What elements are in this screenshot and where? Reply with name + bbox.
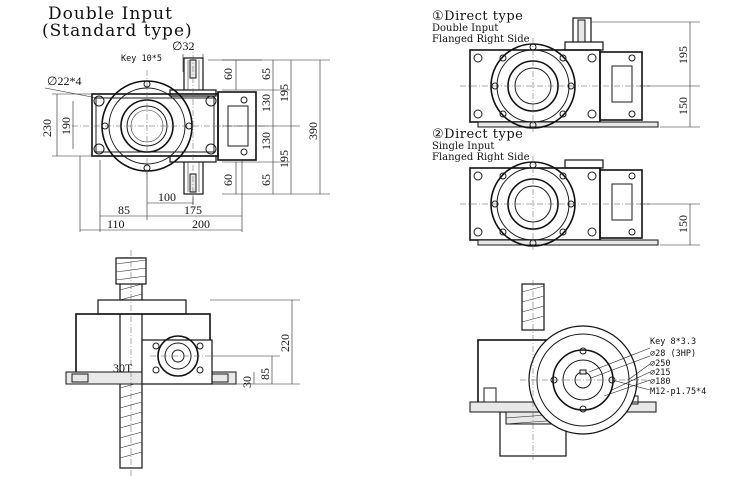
- dim-195-bot: 195: [277, 150, 291, 168]
- dim-85: 85: [258, 368, 272, 380]
- bolt-hole: [205, 95, 217, 107]
- dim-130-bot: 130: [259, 132, 273, 150]
- dim-190: 190: [59, 117, 73, 135]
- dim-65-bot: 65: [259, 174, 273, 186]
- dim-60-top: 60: [221, 68, 235, 80]
- shaft-dia-label: ∅28 (3HP): [650, 349, 696, 359]
- dim-60-bot: 60: [221, 174, 235, 186]
- view-title: Double Input: [48, 4, 173, 24]
- view-line2: Flanged Right Side: [432, 152, 530, 163]
- dim-130-top: 130: [259, 94, 273, 112]
- view-motor-flange: Key 8*3.3 ∅28 (3HP) ∅250 ∅215 ∅180 M12-p…: [469, 280, 706, 460]
- flange-dia-180: ∅180: [650, 377, 670, 387]
- view-line1: Single Input: [432, 141, 494, 152]
- dim-100: 100: [158, 190, 176, 204]
- key-label: Key 10*5: [121, 54, 162, 64]
- view-title: ①Direct type: [432, 9, 523, 24]
- flange-dia-215: ∅215: [650, 368, 670, 378]
- dim-390: 390: [306, 122, 320, 140]
- view-double-input: Double Input (Standard type): [40, 4, 330, 232]
- bolt-hole: [93, 143, 105, 155]
- view-direct-type-1: ①Direct type Double Input Flanged Right …: [432, 9, 700, 134]
- bolt-hole: [93, 95, 105, 107]
- dim-195-top: 195: [277, 84, 291, 102]
- dim-220: 220: [278, 334, 292, 352]
- shaft-dia-label: ∅32: [172, 39, 194, 53]
- view-subtitle: (Standard type): [42, 21, 193, 41]
- dim-195: 195: [676, 46, 690, 64]
- view-line1: Double Input: [432, 23, 498, 34]
- dim-30: 30: [240, 376, 254, 388]
- dim-200: 200: [192, 217, 210, 231]
- dim-65-top: 65: [259, 68, 273, 80]
- view-side-screw: 30T 220 85 30: [65, 250, 300, 476]
- dim-150: 150: [676, 97, 690, 115]
- model-label: 30T: [113, 361, 133, 375]
- bolt-hole-label: ∅22*4: [47, 74, 81, 88]
- dim-175: 175: [184, 203, 202, 217]
- dim-85: 85: [118, 203, 130, 217]
- bolt-hole: [205, 143, 217, 155]
- view-title: ②Direct type: [432, 127, 523, 142]
- dim-230: 230: [40, 119, 54, 137]
- view-line2: Flanged Right Side: [432, 34, 530, 45]
- bolt-thread-label: M12-p1.75*4: [650, 387, 706, 397]
- gearbox-body: [91, 93, 219, 157]
- dim-110: 110: [107, 217, 125, 231]
- dim-150: 150: [676, 215, 690, 233]
- view-direct-type-2: ②Direct type Single Input Flanged Right …: [432, 127, 700, 252]
- flange-dia-250: ∅250: [650, 359, 670, 369]
- key-label: Key 8*3.3: [650, 337, 696, 347]
